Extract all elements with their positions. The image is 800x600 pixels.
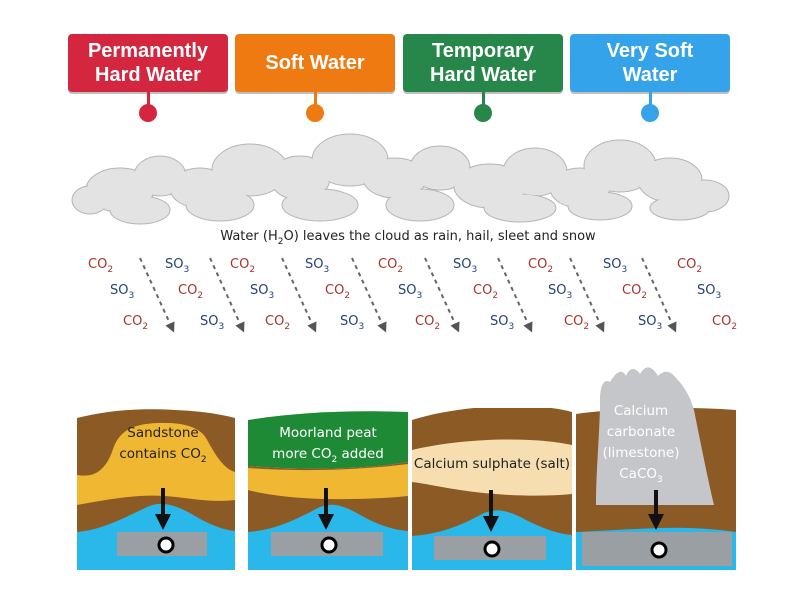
co2-label: CO2 [712,314,737,332]
sandstone-layer [248,464,408,500]
cloud-puff-fill [504,149,566,195]
rain-arrow [424,257,460,333]
sulphate-layer [412,439,572,496]
panel-limestone [576,367,736,570]
co2-label: CO2 [88,257,113,275]
panel-4-label: Calcium [614,403,668,419]
sandstone-layer [77,422,235,505]
co2-label: CO2 [622,283,647,301]
rain-caption: Water (H2O) leaves the cloud as rain, ha… [220,229,596,247]
cloud-puff-fill [651,197,709,219]
co2-label: CO2 [528,257,553,275]
co2-label: CO2 [473,283,498,301]
drop-target-3[interactable] [483,540,501,558]
co2-label: CO2 [178,283,203,301]
rain-arrow [209,257,245,333]
cloud-puff-fill [111,197,169,223]
cloud-puff-fill [411,147,469,189]
so3-label: SO3 [453,257,477,275]
pin-stem [314,92,317,106]
panel-3-label: Calcium sulphate (salt) [414,456,570,472]
so3-label: SO3 [548,283,572,301]
so3-label: SO3 [603,257,627,275]
cloud-puff-fill [585,141,655,191]
rain-arrow [641,257,677,333]
drop-target-4[interactable] [650,541,668,559]
so3-label: SO3 [638,314,662,332]
rain-arrow [569,257,605,333]
cloud-puff-fill [187,190,253,220]
panel-2-label: Moorland peat [279,425,377,441]
label-text: Permanently Hard Water [87,40,209,86]
label-temporary-hard-water[interactable]: Temporary Hard Water [403,34,563,92]
co2-label: CO2 [564,314,589,332]
cloud-puff-fill [485,195,555,221]
limestone-layer [596,367,714,505]
so3-label: SO3 [697,283,721,301]
pin-stem [649,92,652,106]
cloud-puff-fill [73,187,107,213]
panel-1-label-line2: contains CO2 [119,446,206,465]
so3-label: SO3 [165,257,189,275]
rain-arrow [281,257,317,333]
rain-arrows [139,257,677,333]
so3-label: SO3 [110,283,134,301]
cloud-puff-fill [569,193,631,219]
so3-label: SO3 [340,314,364,332]
pin-dot [641,104,659,122]
so3-label: SO3 [490,314,514,332]
label-soft-water[interactable]: Soft Water [235,34,395,92]
label-text: Soft Water [265,52,365,74]
label-text: Temporary Hard Water [430,40,536,86]
co2-label: CO2 [378,257,403,275]
label-text: Very Soft Water [606,40,694,86]
cloud-puff-fill [283,190,357,220]
co2-label: CO2 [677,257,702,275]
cloud-puff-fill [387,190,453,220]
co2-label: CO2 [123,314,148,332]
co2-label: CO2 [265,314,290,332]
cloud-puff-fill [364,159,426,197]
panel-calcium-sulphate [412,408,572,570]
panel-2-label-line2: more CO2 added [272,446,384,465]
rain-arrow [139,257,175,333]
so3-label: SO3 [398,283,422,301]
rain-arrow [497,257,533,333]
clouds [71,133,730,225]
peat-layer [248,411,408,469]
so3-label: SO3 [250,283,274,301]
co2-label: CO2 [230,257,255,275]
pin-stem [147,92,150,106]
pin-stem [482,92,485,106]
cloud-puff-fill [271,157,329,199]
rain-arrow [351,257,387,333]
pin-dot [474,104,492,122]
co2-label: CO2 [415,314,440,332]
pin-dot [306,104,324,122]
drop-target-1[interactable] [157,536,175,554]
panel-4-label-line3: (limestone) [603,445,680,461]
cloud-puff-fill [213,145,287,195]
panel-sandstone [77,408,235,570]
panel-4-label-line4: CaCO3 [619,466,663,485]
pin-dot [139,104,157,122]
label-permanently-hard-water[interactable]: Permanently Hard Water [68,34,228,92]
drop-target-2[interactable] [320,536,338,554]
so3-label: SO3 [305,257,329,275]
panel-1-label: Sandstone [127,425,198,441]
panel-4-label-line2: carbonate [607,424,676,440]
co2-label: CO2 [325,283,350,301]
so3-label: SO3 [200,314,224,332]
label-very-soft-water[interactable]: Very Soft Water [570,34,730,92]
